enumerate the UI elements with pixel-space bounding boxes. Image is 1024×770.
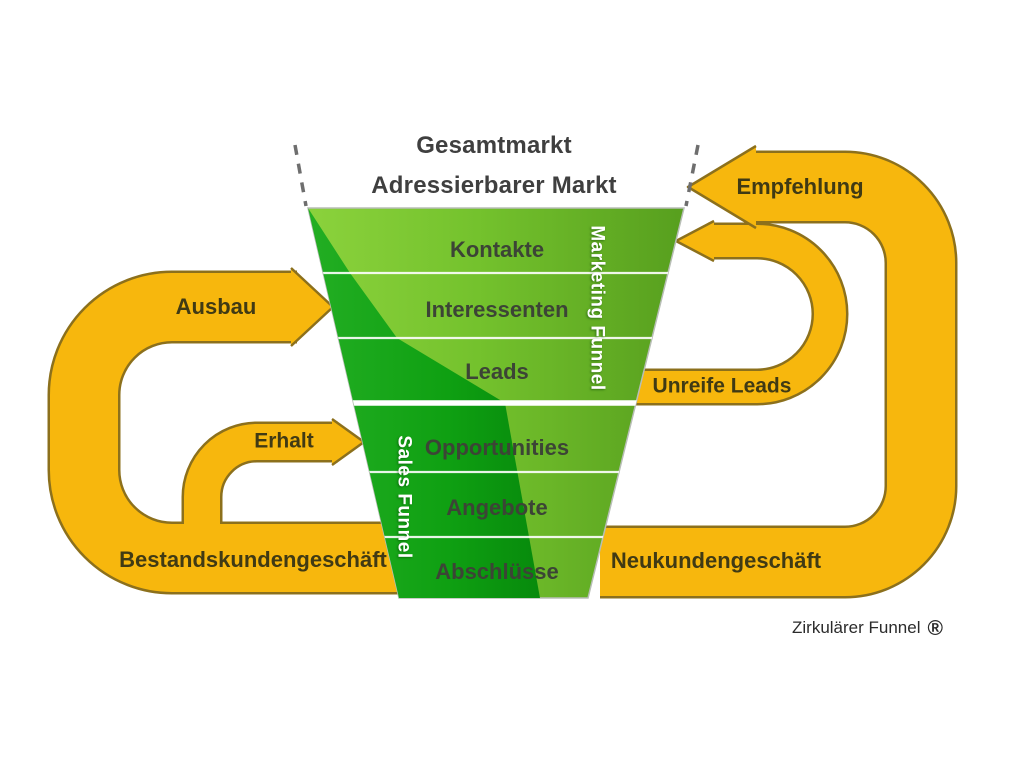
unreife-leads-label: Unreife Leads bbox=[652, 374, 792, 398]
stage-opportunities: Opportunities bbox=[424, 435, 570, 460]
stage-kontakte: Kontakte bbox=[449, 237, 545, 262]
loop-erhalt-band bbox=[184, 424, 338, 578]
footer-text: Zirkulärer Funnel bbox=[792, 618, 921, 637]
sales-funnel-label: Sales Funnel bbox=[393, 435, 415, 559]
page-subtitle: Adressierbarer Markt bbox=[371, 172, 617, 199]
footer-trademark: Zirkulärer Funnel ® bbox=[792, 617, 943, 641]
loop-ausbau-band bbox=[49, 273, 500, 592]
loop-fills bbox=[49, 153, 955, 596]
stage-angebote: Angebote bbox=[446, 495, 548, 520]
registered-mark-icon: ® bbox=[927, 617, 943, 640]
neukunden-label: Neukundengeschäft bbox=[610, 548, 822, 573]
unreife-leads-arrowhead-icon bbox=[674, 219, 715, 263]
stage-interessenten: Interessenten bbox=[425, 297, 569, 322]
loop-empfehlung-band bbox=[600, 153, 955, 596]
empfehlung-label: Empfehlung bbox=[736, 174, 864, 199]
ausbau-label: Ausbau bbox=[175, 294, 257, 319]
loop-unreife-leads-band bbox=[630, 225, 847, 403]
marketing-funnel-label: Marketing Funnel bbox=[586, 225, 608, 391]
dashed-line-right bbox=[684, 144, 700, 207]
bestandskunden-label: Bestandskundengeschäft bbox=[119, 547, 387, 572]
page-title: Gesamtmarkt bbox=[416, 132, 572, 159]
stage-leads: Leads bbox=[465, 359, 529, 384]
dashed-line-left bbox=[293, 144, 308, 207]
erhalt-label: Erhalt bbox=[254, 429, 314, 453]
stage-abschluesse: Abschlüsse bbox=[435, 559, 559, 584]
